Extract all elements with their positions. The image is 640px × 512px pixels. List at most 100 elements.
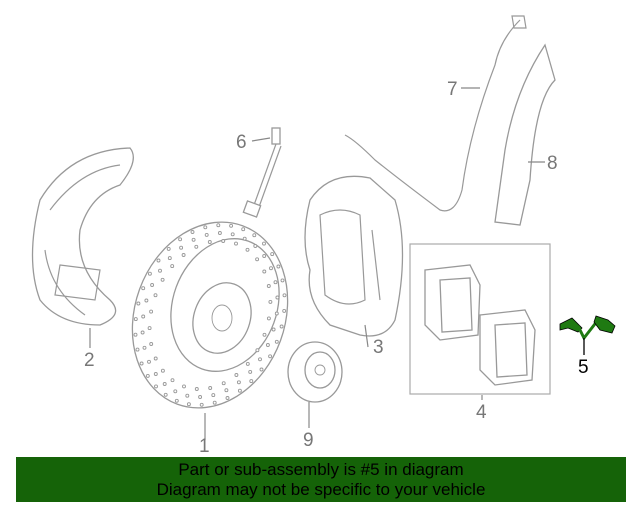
part-3-brake-caliper[interactable] (304, 175, 404, 337)
rotor-drill-hole (190, 230, 195, 234)
rotor-drill-hole (217, 231, 222, 235)
part-5-wear-sensor[interactable] (559, 315, 616, 341)
rotor-drill-hole (167, 256, 172, 261)
callout-2[interactable]: 2 (84, 350, 95, 371)
rotor-drill-hole (266, 284, 271, 288)
rotor-drill-hole (258, 357, 262, 362)
rotor-drill-hole (282, 293, 287, 298)
rotor-drill-hole (156, 258, 161, 263)
rotor-drill-hole (139, 361, 144, 366)
callout-7[interactable]: 7 (447, 79, 458, 100)
notice-line-2: Diagram may not be specific to your vehi… (156, 480, 486, 499)
rotor-drill-hole (208, 386, 213, 390)
rotor-drill-hole (262, 254, 267, 258)
rotor-drill-hole (133, 332, 138, 337)
rotor-drill-hole (268, 299, 273, 304)
rotor-drill-hole (179, 245, 184, 250)
callout-1[interactable]: 1 (199, 436, 210, 457)
rotor-drill-hole (253, 244, 258, 248)
rotor-drill-hole (248, 369, 253, 374)
rotor-drill-hole (149, 342, 154, 346)
part-7-brake-hose[interactable] (344, 15, 527, 212)
rotor-drill-hole (182, 384, 186, 389)
rotor-drill-hole (199, 402, 204, 407)
notice-line-1: Part or sub-assembly is #5 in diagram (178, 460, 464, 479)
rotor-drill-hole (185, 393, 190, 398)
rotor-drill-hole (212, 400, 217, 405)
rotor-drill-hole (194, 387, 199, 391)
rotor-drill-hole (234, 373, 239, 377)
rotor-drill-hole (174, 398, 179, 403)
rotor-drill-hole (230, 232, 235, 237)
rotor-drill-hole (186, 402, 191, 407)
rotor-drill-hole (162, 382, 167, 386)
part-2-splash-shield[interactable] (31, 147, 134, 326)
rotor-drill-hole (135, 347, 140, 352)
rotor-drill-hole (203, 225, 208, 230)
rotor-drill-hole (178, 237, 183, 242)
rotor-drill-hole (237, 388, 242, 393)
rotor-drill-hole (158, 268, 162, 273)
rotor-drill-hole (136, 301, 141, 306)
rotor-drill-hole (141, 286, 146, 291)
rotor-drill-hole (147, 359, 151, 364)
rotor-drill-hole (255, 257, 260, 262)
rotor-drill-hole (144, 298, 149, 303)
callout-8[interactable]: 8 (547, 153, 558, 174)
rotor-drill-hole (160, 277, 165, 282)
rotor-drill-hole (140, 330, 145, 335)
rotor-drill-hole (221, 381, 226, 386)
rotor-drill-hole (236, 380, 241, 385)
rotor-drill-hole (194, 244, 199, 249)
rotor-drill-hole (234, 241, 238, 246)
rotor-drill-hole (229, 223, 234, 228)
part-9-wheel-hub[interactable] (287, 341, 343, 403)
callout-3[interactable]: 3 (373, 337, 384, 358)
callout-6[interactable]: 6 (236, 132, 247, 153)
rotor-drill-hole (160, 368, 165, 373)
rotor-drill-hole (216, 223, 221, 228)
callout-9[interactable]: 9 (303, 430, 314, 451)
rotor-drill-hole (149, 309, 154, 314)
rotor-drill-hole (181, 253, 186, 257)
rotor-drill-hole (276, 264, 281, 269)
part-1-brake-rotor[interactable] (107, 200, 313, 430)
rotor-drill-hole (274, 339, 279, 344)
rotor-drill-hole (153, 293, 158, 298)
rotor-drill-hole (262, 241, 266, 246)
rotor-drill-hole (255, 348, 260, 353)
rotor-drill-hole (170, 378, 175, 383)
part-8-hose-bracket[interactable] (494, 43, 556, 226)
rotor-drill-hole (273, 280, 278, 285)
callout-4[interactable]: 4 (476, 402, 487, 423)
rotor-drill-hole (147, 271, 152, 276)
rotor-drill-hole (133, 317, 138, 322)
callout-5[interactable]: 5 (578, 357, 589, 378)
rotor-drill-hole (269, 266, 273, 271)
part-4-brake-pad-set[interactable] (409, 243, 551, 395)
rotor-drill-hole (150, 283, 155, 287)
rotor-drill-hole (198, 395, 203, 399)
rotor-drill-hole (265, 343, 270, 347)
rotor-drill-hole (153, 372, 158, 376)
leader-lines (89, 87, 585, 440)
rotor-drill-hole (225, 396, 230, 400)
rotor-drill-hole (211, 393, 216, 398)
notice-banner: Part or sub-assembly is #5 in diagram Di… (16, 457, 626, 502)
rotor-drill-hole (262, 269, 267, 274)
rotor-drill-hole (163, 392, 168, 397)
part-6-caliper-bolt[interactable] (242, 127, 282, 218)
rotor-drill-hole (166, 246, 171, 251)
rotor-drill-hole (259, 367, 264, 372)
rotor-drill-hole (270, 252, 275, 257)
rotor-drill-hole (142, 345, 147, 350)
rotor-drill-hole (268, 354, 273, 359)
rotor-drill-hole (274, 311, 279, 316)
rotor-drill-hole (141, 314, 146, 319)
rotor-drill-hole (241, 227, 246, 232)
rotor-drill-hole (170, 264, 175, 269)
rotor-drill-hole (252, 233, 257, 238)
rotor-drill-hole (266, 316, 271, 321)
rotor-drill-hole (242, 236, 247, 241)
